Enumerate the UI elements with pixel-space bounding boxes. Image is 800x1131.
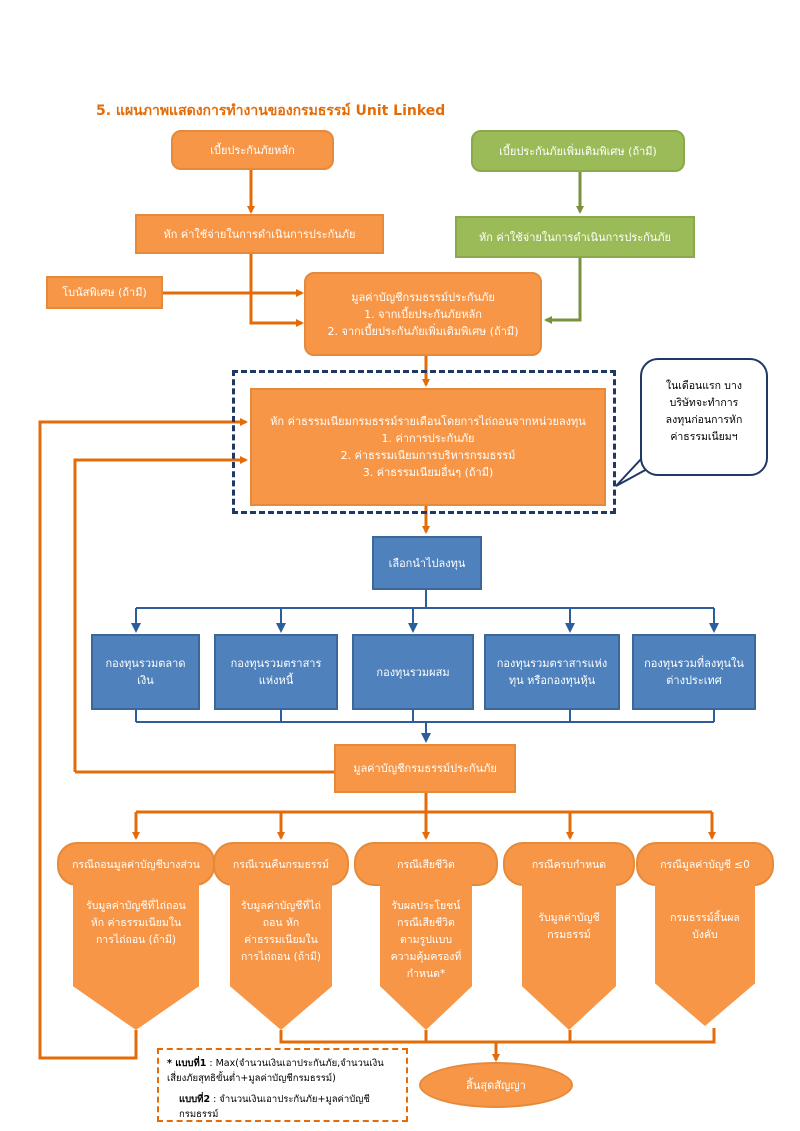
page-title: 5. แผนภาพแสดงการทำงานของกรมธรรม์ Unit Li… <box>96 103 446 119</box>
deduct-rider-label: หัก ค่าใช้จ่ายในการดำเนินการประกันภัย <box>478 230 672 244</box>
footnote-type-2-label: แบบที่2 <box>179 1094 211 1105</box>
case-body-line: ค่าธรรมเนียมใน <box>244 934 318 946</box>
case-head-label: กรณีเสียชีวิต <box>397 858 455 871</box>
case-surrender-head: กรณีเวนคืนกรมธรรม์ <box>213 842 349 886</box>
policy-value-title: มูลค่าบัญชีกรมธรรม์ประกันภัย <box>351 290 495 304</box>
monthly-fee-box: หัก ค่าธรรมเนียมกรมธรรม์รายเดือนโดยการไถ… <box>250 388 606 506</box>
fund-foreign: กองทุนรวมที่ลงทุนใน ต่างประเทศ <box>632 634 756 710</box>
case-head-label: กรณีมูลค่าบัญชี ≤0 <box>660 858 750 871</box>
deduct-main-box: หัก ค่าใช้จ่ายในการดำเนินการประกันภัย <box>135 214 384 254</box>
monthly-fee-item-2: 2. ค่าธรรมเนียมการบริหารกรมธรรม์ <box>340 449 516 462</box>
bonus-box: โบนัสพิเศษ (ถ้ามี) <box>46 276 163 309</box>
policy-value-box-2: มูลค่าบัญชีกรมธรรม์ประกันภัย <box>334 744 516 793</box>
bonus-label: โบนัสพิเศษ (ถ้ามี) <box>62 286 147 299</box>
fund-equity: กองทุนรวมตราสารแห่ง ทุน หรือกองทุนหุ้น <box>484 634 620 710</box>
policy-value-box: มูลค่าบัญชีกรมธรรม์ประกันภัย 1. จากเบี้ย… <box>304 272 542 356</box>
case-body-line: การไถ่ถอน (ถ้ามี) <box>240 951 322 963</box>
fund-label: เงิน <box>137 674 154 687</box>
fund-label: กองทุนรวมผสม <box>376 665 450 679</box>
case-body-line: กรมธรรม์สิ้นผล <box>670 912 740 924</box>
footnote-type-2-text: : จำนวนเงินเอาประกันภัย+มูลค่าบัญชีกรมธร… <box>179 1094 370 1120</box>
case-body-line: รับมูลค่าบัญชีที่ไถ่ <box>241 900 321 912</box>
case-body-line: กรณีเสียชีวิต <box>397 917 455 929</box>
fund-label: กองทุนรวมตลาด <box>105 657 186 670</box>
fund-label: แห่งหนี้ <box>258 674 294 687</box>
callout-line-3: ลงทุนก่อนการหัก <box>665 414 743 426</box>
case-body-line: รับผลประโยชน์ <box>391 900 461 912</box>
case-body-line: หัก ค่าธรรมเนียมใน <box>90 917 182 929</box>
fund-debt: กองทุนรวมตราสาร แห่งหนี้ <box>214 634 338 710</box>
case-head-label: กรณีครบกำหนด <box>531 858 607 871</box>
deduct-rider-box: หัก ค่าใช้จ่ายในการดำเนินการประกันภัย <box>455 216 695 258</box>
monthly-fee-item-3: 3. ค่าธรรมเนียมอื่นๆ (ถ้ามี) <box>362 466 494 479</box>
death-benefit-footnote: * แบบที่1 : Max(จำนวนเงินเอาประกันภัย,จำ… <box>157 1048 408 1122</box>
main-premium-label: เบี้ยประกันภัยหลัก <box>210 143 295 157</box>
fund-label: กองทุนรวมตราสารแห่ง <box>496 657 608 670</box>
callout-line-4: ค่าธรรมเนียมฯ <box>670 431 738 443</box>
case-head-label: กรณีถอนมูลค่าบัญชีบางส่วน <box>72 858 200 871</box>
policy-value-2-label: มูลค่าบัญชีกรมธรรม์ประกันภัย <box>353 762 497 775</box>
case-body-line: การไถ่ถอน (ถ้ามี) <box>95 934 177 946</box>
case-body-line: ตามรูปแบบ <box>399 934 453 946</box>
case-partial-withdrawal-head: กรณีถอนมูลค่าบัญชีบางส่วน <box>57 842 215 886</box>
case-body-line: บังคับ <box>692 929 718 941</box>
case-body-line: กำหนด* <box>406 968 446 980</box>
case-body-line: รับมูลค่าบัญชีที่ไถ่ถอน <box>86 900 186 912</box>
case-maturity-head: กรณีครบกำหนด <box>503 842 635 886</box>
case-body-line: กรมธรรม์ <box>547 929 591 941</box>
footnote-type-2: แบบที่2 : จำนวนเงินเอาประกันภัย+มูลค่าบั… <box>167 1092 398 1122</box>
choose-invest-label: เลือกนำไปลงทุน <box>388 556 466 570</box>
monthly-fee-item-1: 1. ค่าการประกันภัย <box>381 432 475 445</box>
case-zero-value-head: กรณีมูลค่าบัญชี ≤0 <box>636 842 774 886</box>
fund-label: กองทุนรวมที่ลงทุนใน <box>644 657 744 670</box>
callout-line-1: ในเดือนแรก บาง <box>666 380 742 392</box>
case-body-line: ถอน หัก <box>262 917 300 929</box>
policy-value-item-2: 2. จากเบี้ยประกันภัยเพิ่มเติมพิเศษ (ถ้าม… <box>327 324 519 338</box>
choose-invest-box: เลือกนำไปลงทุน <box>372 536 482 590</box>
fund-mixed: กองทุนรวมผสม <box>352 634 474 710</box>
case-body-line: ความคุ้มครองที่ <box>390 951 462 963</box>
contract-end-label: สิ้นสุดสัญญา <box>466 1078 526 1092</box>
footnote-type-1-label: * แบบที่1 <box>167 1058 207 1069</box>
rider-premium-box: เบี้ยประกันภัยเพิ่มเติมพิเศษ (ถ้ามี) <box>471 130 685 172</box>
fund-label: ต่างประเทศ <box>666 674 722 687</box>
callout-line-2: บริษัทจะทำการ <box>669 397 739 409</box>
footnote-type-1: * แบบที่1 : Max(จำนวนเงินเอาประกันภัย,จำ… <box>167 1056 398 1086</box>
deduct-main-label: หัก ค่าใช้จ่ายในการดำเนินการประกันภัย <box>163 227 356 241</box>
fund-money-market: กองทุนรวมตลาด เงิน <box>91 634 200 710</box>
case-death-head: กรณีเสียชีวิต <box>354 842 498 886</box>
first-month-callout: ในเดือนแรก บาง บริษัทจะทำการ ลงทุนก่อนกา… <box>640 358 768 476</box>
case-body-line: รับมูลค่าบัญชี <box>538 912 600 924</box>
policy-value-item-1: 1. จากเบี้ยประกันภัยหลัก <box>364 307 482 321</box>
fund-label: ทุน หรือกองทุนหุ้น <box>508 674 596 687</box>
fund-label: กองทุนรวมตราสาร <box>230 657 322 670</box>
rider-premium-label: เบี้ยประกันภัยเพิ่มเติมพิเศษ (ถ้ามี) <box>499 144 657 158</box>
main-premium-box: เบี้ยประกันภัยหลัก <box>171 130 334 170</box>
case-head-label: กรณีเวนคืนกรมธรรม์ <box>232 858 330 871</box>
first-month-highlight-frame <box>232 370 616 514</box>
footnote-type-1-text: : Max(จำนวนเงินเอาประกันภัย,จำนวนเงินเสี… <box>167 1058 384 1084</box>
monthly-fee-title: หัก ค่าธรรมเนียมกรมธรรม์รายเดือนโดยการไถ… <box>270 415 586 428</box>
contract-end-ellipse: สิ้นสุดสัญญา <box>419 1062 573 1108</box>
